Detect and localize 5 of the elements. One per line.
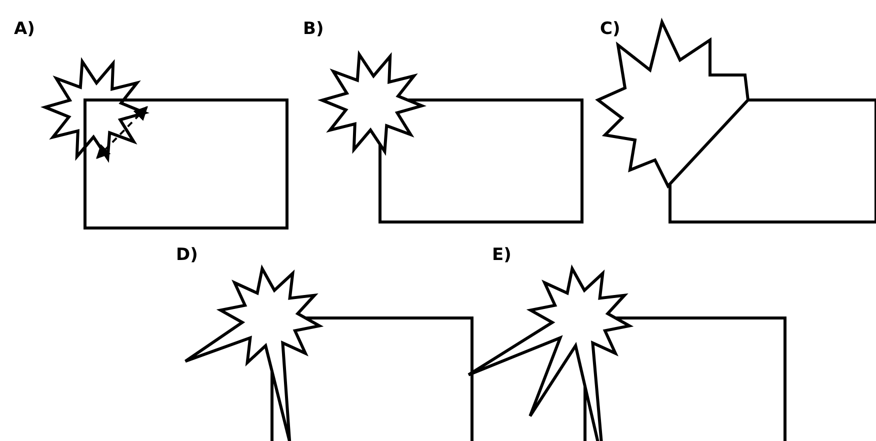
- panel-label: B): [303, 20, 324, 38]
- panel-label: E): [492, 246, 512, 264]
- panel-label: C): [600, 20, 620, 38]
- panel-label: A): [14, 20, 35, 38]
- panel-label: D): [176, 246, 198, 264]
